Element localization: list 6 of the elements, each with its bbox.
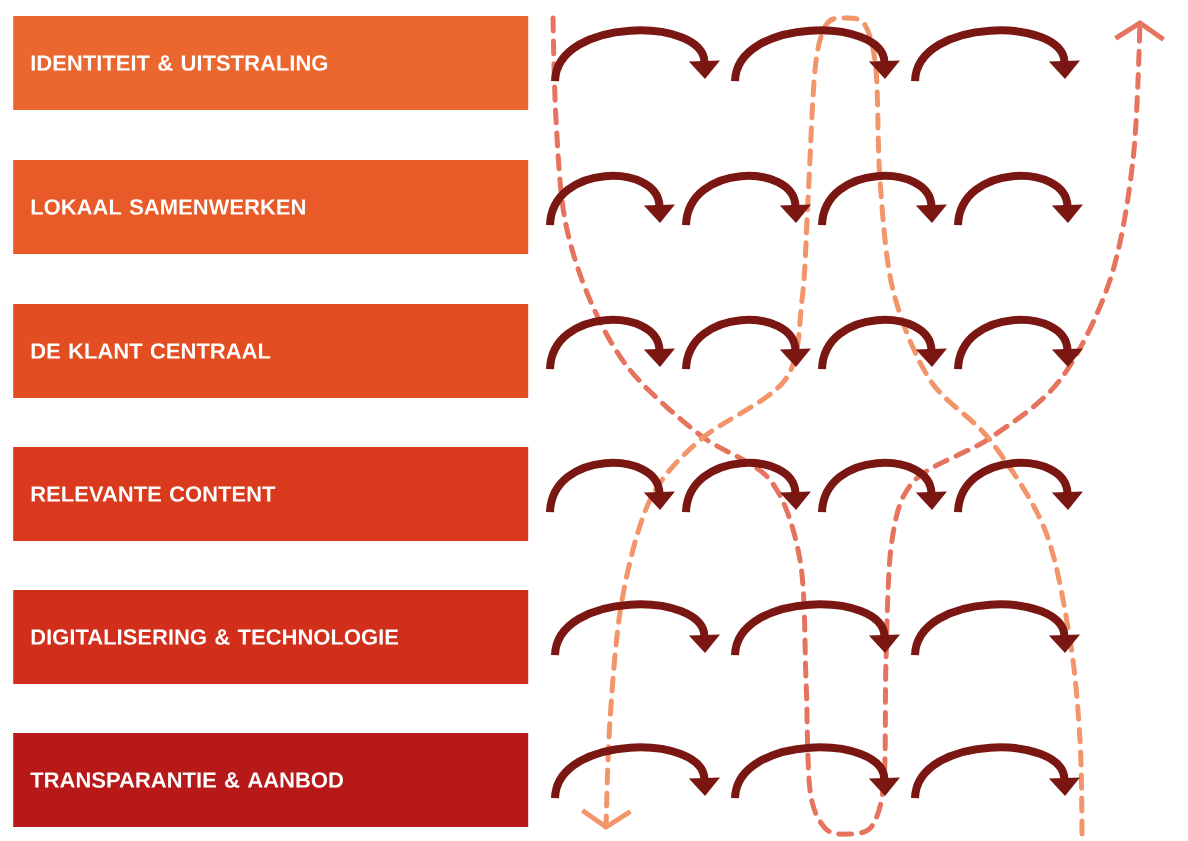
category-box: DE KLANT CENTRAAL: [13, 304, 529, 398]
category-box: IDENTITEIT & UITSTRALING: [13, 16, 529, 110]
category-box: TRANSPARANTIE & AANBOD: [13, 733, 529, 827]
category-box: RELEVANTE CONTENT: [13, 447, 529, 541]
category-box: DIGITALISERING & TECHNOLOGIE: [13, 590, 529, 684]
category-box: LOKAAL SAMENWERKEN: [13, 160, 529, 254]
